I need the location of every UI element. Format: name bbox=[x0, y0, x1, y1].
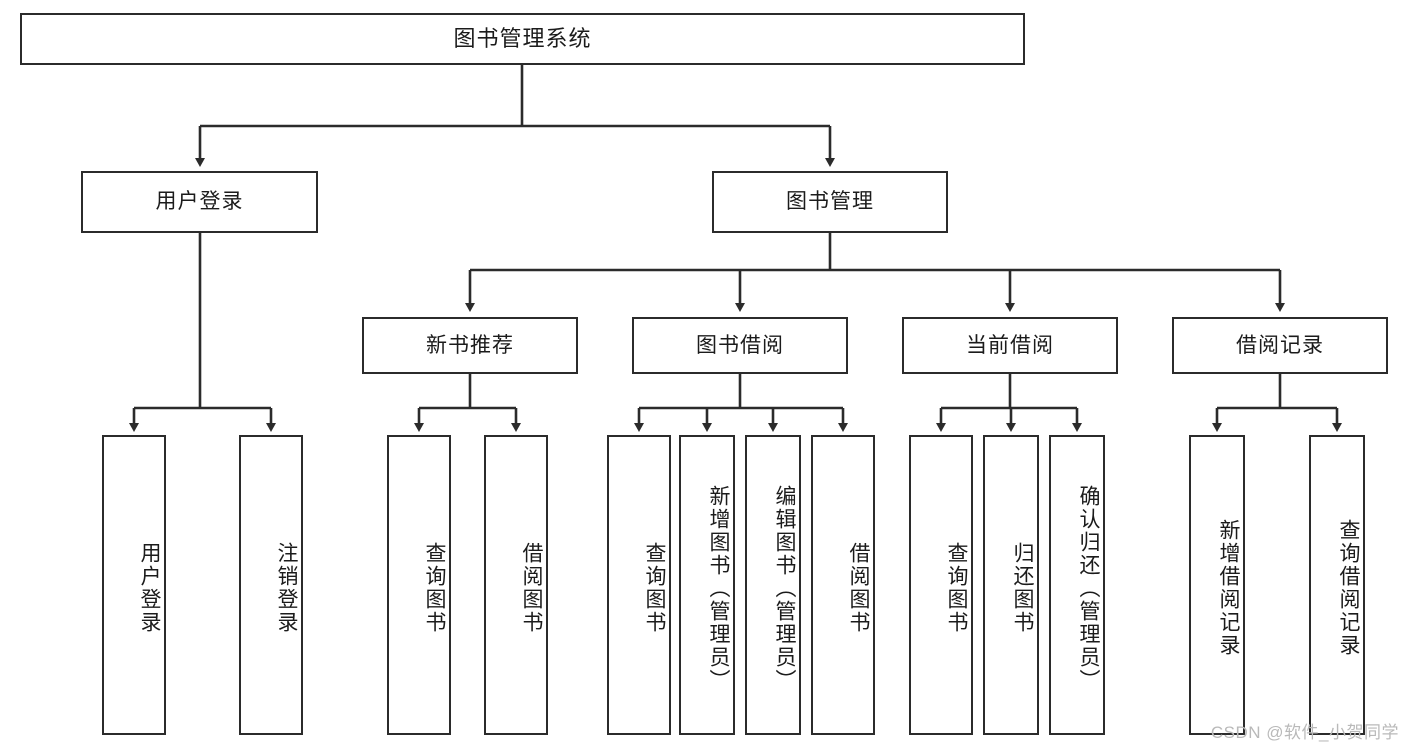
node-leaf-confirm-return-admin-label: 确认归还（管理员） bbox=[1077, 484, 1100, 692]
node-current-borrow[interactable]: 当前借阅 bbox=[902, 317, 1118, 374]
node-leaf-borrow-book[interactable]: 借阅图书 bbox=[811, 435, 875, 735]
node-leaf-query-borrow-record-label: 查询借阅记录 bbox=[1337, 519, 1360, 657]
node-leaf-query-borrow-record[interactable]: 查询借阅记录 bbox=[1309, 435, 1365, 735]
node-book-management-label: 图书管理 bbox=[786, 190, 874, 214]
node-leaf-add-book-admin[interactable]: 新增图书（管理员） bbox=[679, 435, 735, 735]
node-borrow-record-label: 借阅记录 bbox=[1236, 333, 1324, 357]
node-leaf-confirm-return-admin[interactable]: 确认归还（管理员） bbox=[1049, 435, 1105, 735]
node-leaf-query-book-borrow-label: 查询图书 bbox=[643, 542, 666, 634]
node-leaf-add-book-admin-label: 新增图书（管理员） bbox=[707, 484, 730, 692]
node-book-borrow[interactable]: 图书借阅 bbox=[632, 317, 848, 374]
node-leaf-query-book-borrow[interactable]: 查询图书 bbox=[607, 435, 671, 735]
node-new-book-recommend-label: 新书推荐 bbox=[426, 333, 514, 357]
node-leaf-borrow-book-label: 借阅图书 bbox=[847, 542, 870, 634]
node-leaf-edit-book-admin-label: 编辑图书（管理员） bbox=[773, 484, 796, 692]
node-leaf-return-book-label: 归还图书 bbox=[1011, 542, 1034, 634]
node-user-login[interactable]: 用户登录 bbox=[81, 171, 318, 233]
node-leaf-return-book[interactable]: 归还图书 bbox=[983, 435, 1039, 735]
node-leaf-query-book-current-label: 查询图书 bbox=[945, 542, 968, 634]
node-leaf-edit-book-admin[interactable]: 编辑图书（管理员） bbox=[745, 435, 801, 735]
node-current-borrow-label: 当前借阅 bbox=[966, 333, 1054, 357]
node-leaf-add-borrow-record[interactable]: 新增借阅记录 bbox=[1189, 435, 1245, 735]
node-leaf-user-login-label: 用户登录 bbox=[138, 542, 161, 634]
node-leaf-logout-label: 注销登录 bbox=[275, 542, 298, 634]
node-root-label: 图书管理系统 bbox=[453, 25, 592, 51]
node-root[interactable]: 图书管理系统 bbox=[20, 13, 1025, 65]
node-book-borrow-label: 图书借阅 bbox=[696, 333, 784, 357]
node-leaf-query-book-current[interactable]: 查询图书 bbox=[909, 435, 973, 735]
node-book-management[interactable]: 图书管理 bbox=[712, 171, 948, 233]
node-leaf-borrow-book-newbook[interactable]: 借阅图书 bbox=[484, 435, 548, 735]
node-borrow-record[interactable]: 借阅记录 bbox=[1172, 317, 1388, 374]
node-leaf-borrow-book-newbook-label: 借阅图书 bbox=[520, 542, 543, 634]
node-leaf-user-login[interactable]: 用户登录 bbox=[102, 435, 166, 735]
node-leaf-query-book-newbook-label: 查询图书 bbox=[423, 542, 446, 634]
node-user-login-label: 用户登录 bbox=[155, 190, 244, 214]
node-leaf-add-borrow-record-label: 新增借阅记录 bbox=[1217, 519, 1240, 657]
watermark: CSDN @软件_小贺同学 bbox=[1210, 723, 1399, 742]
node-leaf-logout[interactable]: 注销登录 bbox=[239, 435, 303, 735]
node-leaf-query-book-newbook[interactable]: 查询图书 bbox=[387, 435, 451, 735]
node-new-book-recommend[interactable]: 新书推荐 bbox=[362, 317, 578, 374]
